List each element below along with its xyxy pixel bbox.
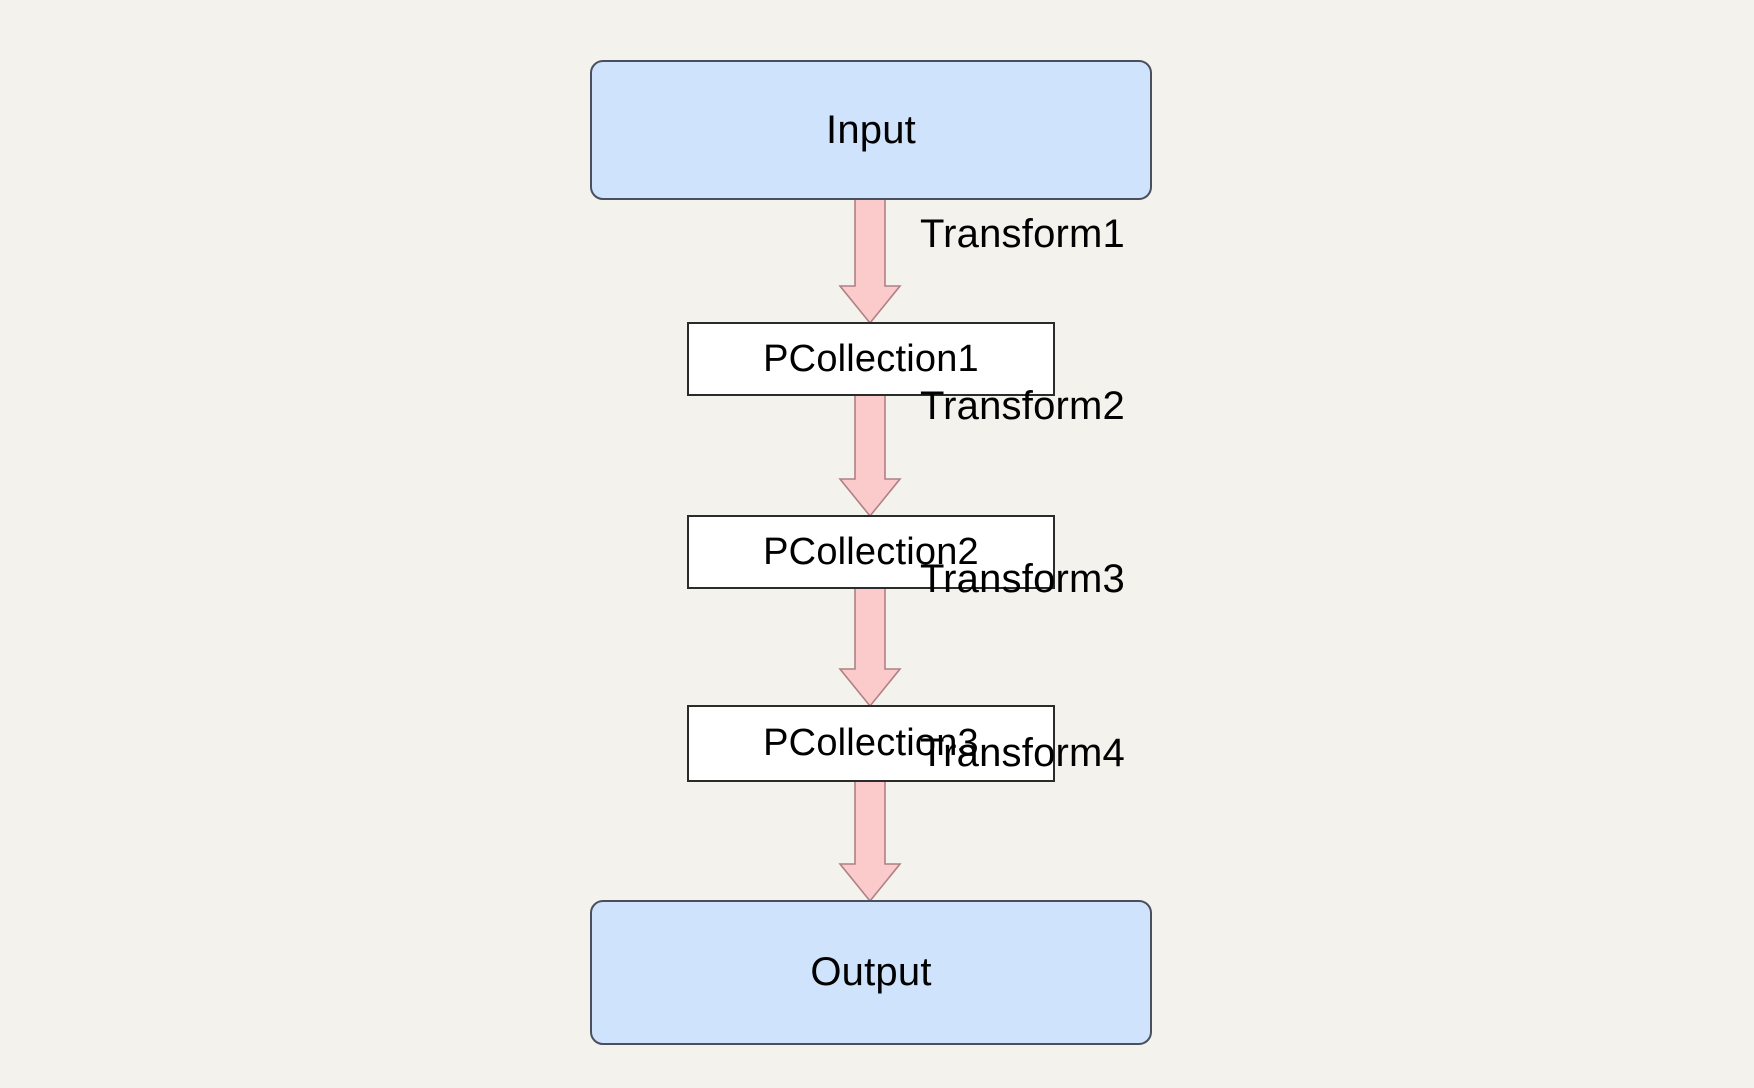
- edge-label-transform4: Transform4: [920, 731, 1126, 775]
- node-pcollection3[interactable]: PCollection3: [687, 705, 1055, 782]
- edge-label-transform2: Transform2: [920, 384, 1126, 428]
- block-arrow-icon: [838, 779, 902, 903]
- edge-transform3[interactable]: [838, 586, 902, 708]
- edge-transform2[interactable]: [838, 393, 902, 518]
- edge-transform1[interactable]: [838, 197, 902, 325]
- node-pcollection1-label: PCollection1: [763, 337, 979, 380]
- node-pcollection2[interactable]: PCollection2: [687, 515, 1055, 589]
- node-input[interactable]: Input: [590, 60, 1152, 200]
- edge-transform4[interactable]: [838, 779, 902, 903]
- edge-label-transform1: Transform1: [920, 212, 1126, 256]
- block-arrow-icon: [838, 197, 902, 325]
- block-arrow-icon: [838, 393, 902, 518]
- node-pcollection3-label: PCollection3: [763, 722, 979, 764]
- node-output-label: Output: [810, 950, 932, 994]
- node-output[interactable]: Output: [590, 900, 1152, 1045]
- edge-label-transform3: Transform3: [920, 557, 1126, 601]
- node-pcollection1[interactable]: PCollection1: [687, 322, 1055, 396]
- block-arrow-icon: [838, 586, 902, 708]
- node-input-label: Input: [826, 107, 916, 152]
- node-pcollection2-label: PCollection2: [763, 530, 979, 573]
